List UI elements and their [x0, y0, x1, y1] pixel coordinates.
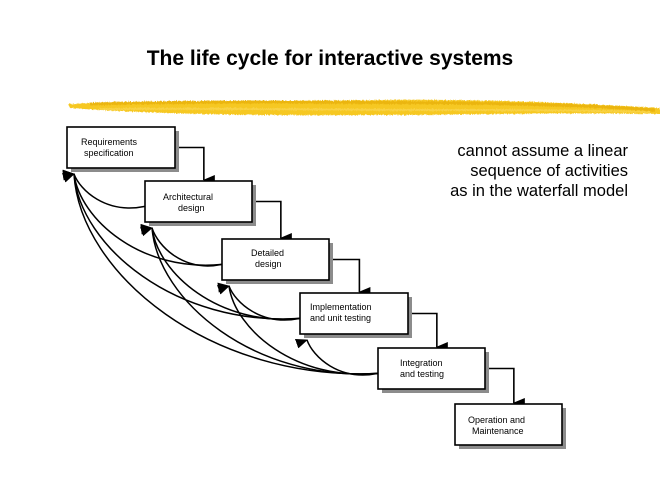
feedback-arrow-detailed-architectural	[139, 226, 223, 267]
box-frame	[454, 403, 563, 446]
box-frame	[221, 238, 330, 281]
stage-label: Operation and	[468, 415, 525, 425]
stage-label: and testing	[400, 369, 444, 379]
box-frame	[377, 347, 486, 390]
note-line: cannot assume a linear	[457, 142, 628, 160]
stage-label: Detailed	[251, 248, 284, 258]
forward-arrow-detailed-implementation	[329, 258, 371, 297]
highlight-brush-stroke	[68, 99, 660, 116]
stage-label: Architectural	[163, 192, 213, 202]
stage-label: Requirements	[81, 137, 138, 147]
note-line: as in the waterfall model	[450, 182, 628, 200]
box-frame	[144, 180, 253, 223]
feedback-arrow-integration-implementation	[294, 339, 379, 376]
stage-label: and unit testing	[310, 313, 371, 323]
forward-arrow-implementation-integration	[408, 312, 448, 352]
forward-arrows	[175, 146, 525, 408]
feedback-arrow-architectural-requirements	[61, 173, 146, 209]
stage-label: specification	[84, 148, 134, 158]
stage-label: design	[178, 203, 205, 213]
annotation-note: cannot assume a linear sequence of activ…	[450, 141, 628, 201]
feedback-arrow-implementation-requirements	[62, 169, 301, 320]
forward-arrow-architectural-detailed	[252, 200, 292, 243]
forward-arrow-requirements-architectural	[175, 146, 215, 185]
box-frame	[299, 292, 409, 335]
slide-title: The life cycle for interactive systems	[146, 47, 514, 70]
box-frame	[66, 126, 176, 169]
stage-label: Implementation	[310, 302, 372, 312]
stage-label: Maintenance	[472, 426, 524, 436]
stage-label: Integration	[400, 358, 443, 368]
feedback-arrow-implementation-detailed	[216, 285, 301, 321]
stage-boxes: RequirementsspecificationArchitecturalde…	[66, 126, 566, 449]
feedback-arrow-integration-requirements	[62, 169, 379, 375]
stage-label: design	[255, 259, 282, 269]
forward-arrow-integration-operation	[485, 367, 525, 408]
note-line: sequence of activities	[470, 162, 628, 180]
feedback-arrows	[61, 169, 379, 376]
